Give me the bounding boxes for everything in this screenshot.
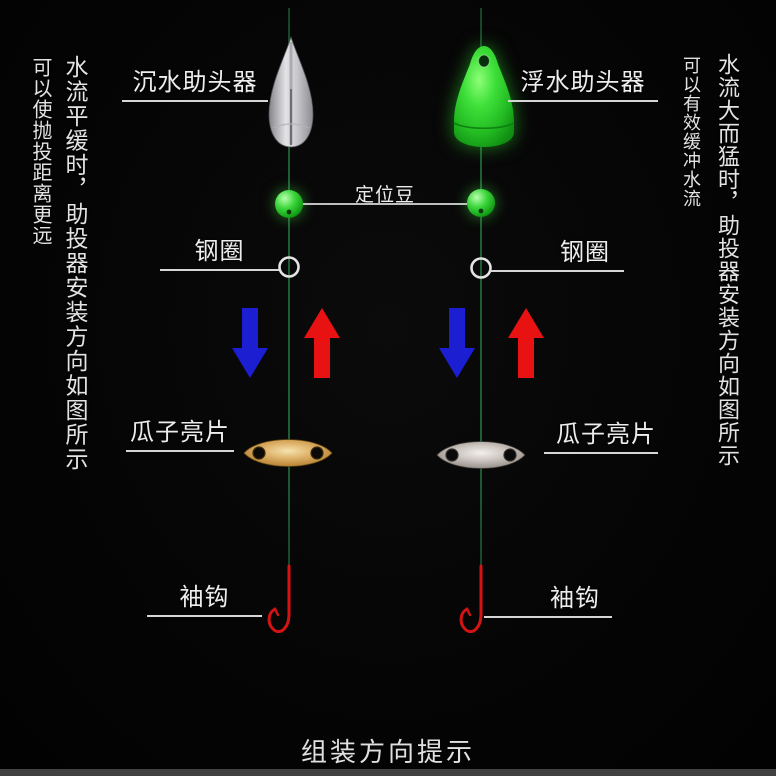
spinner-label-right: 瓜子亮片: [544, 420, 658, 454]
up-arrow-icon: [303, 308, 341, 382]
fish-hook-icon: [264, 564, 300, 648]
positioning-bead-icon: [274, 189, 304, 223]
steel-ring-icon: [468, 255, 494, 285]
note-left-inner: 水流平缓时，助投器安装方向如图所示: [61, 55, 87, 472]
note-right-inner: 可以有效缓冲水流: [680, 56, 701, 208]
fishing-line-left: [288, 8, 290, 568]
hook-label-left: 袖钩: [147, 583, 262, 617]
footer-title: 组装方向提示: [300, 738, 475, 768]
hook-label-right: 袖钩: [484, 584, 612, 618]
down-arrow-icon: [438, 308, 476, 382]
positioning-bead-icon: [466, 188, 496, 222]
bead-connector-line: [303, 203, 467, 205]
spinner-label-left: 瓜子亮片: [126, 418, 234, 452]
steel-ring-icon: [276, 254, 302, 284]
bead-label: 定位豆: [354, 184, 415, 206]
fishing-line-right: [480, 8, 482, 568]
silver-spinner-blade-icon: [435, 434, 527, 480]
float-helper-icon: [448, 44, 520, 154]
sinker-helper-icon: [260, 34, 322, 154]
note-left-outer: 可以使抛投距离更远: [29, 57, 53, 246]
fish-hook-icon: [456, 564, 492, 648]
sinker-helper-label: 沉水助头器: [122, 68, 268, 102]
gold-spinner-blade-icon: [242, 432, 334, 478]
steel-ring-label-left: 钢圈: [160, 237, 279, 271]
down-arrow-icon: [231, 308, 269, 382]
footer-bar: [0, 769, 776, 776]
up-arrow-icon: [507, 308, 545, 382]
float-helper-label: 浮水助头器: [508, 68, 658, 102]
steel-ring-label-right: 钢圈: [490, 238, 624, 272]
note-right-outer: 水流大而猛时，助投器安装方向如图所示: [714, 53, 739, 467]
